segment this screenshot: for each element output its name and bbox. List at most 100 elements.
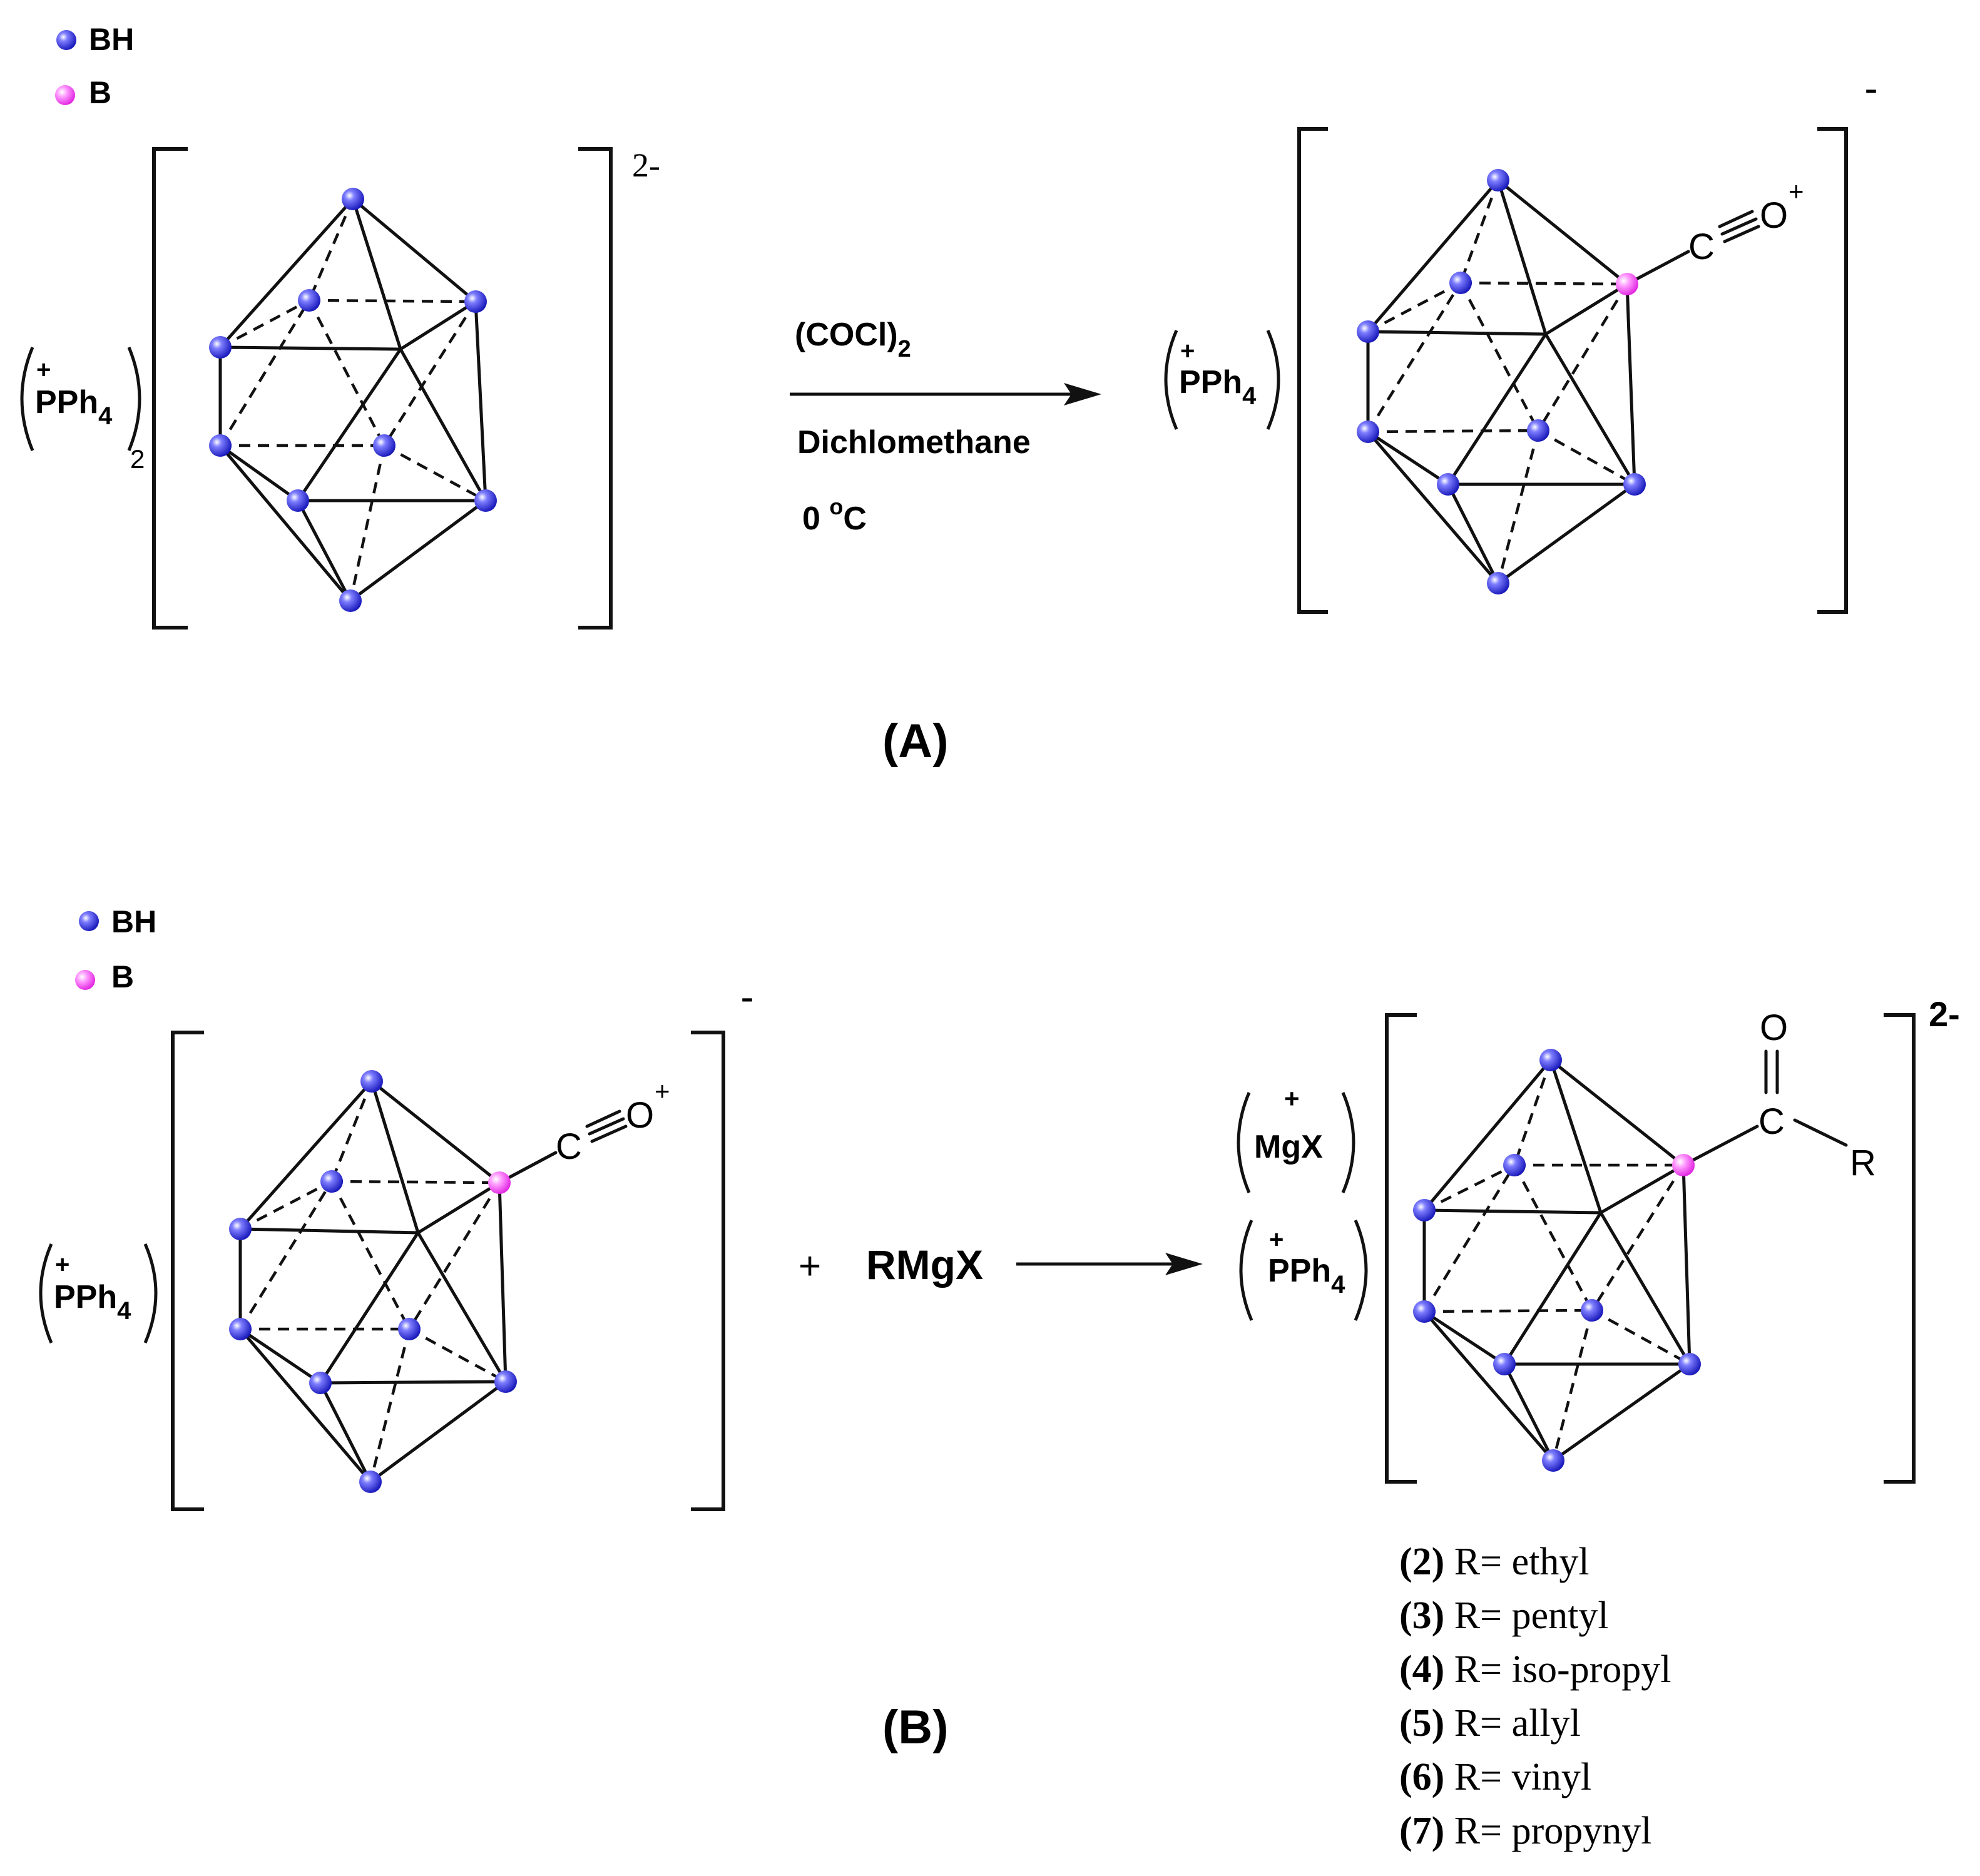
cluster-b-reactant: C O + [229, 1070, 670, 1493]
reactant-b-bracket-left [171, 1031, 204, 1511]
panel-b-label: (B) [882, 1701, 949, 1754]
bh-atom [1357, 421, 1379, 443]
product-b-cations: + MgX + PPh4 [1237, 1084, 1368, 1321]
product-a-charge: - [1865, 67, 1877, 108]
bh-atom [309, 1372, 332, 1394]
cluster-a-reactant [209, 188, 497, 612]
reactant-a-cation: + PPh4 2 [20, 347, 145, 474]
substituent-item: (4) R= iso-propyl [1399, 1648, 1671, 1691]
bh-atom [342, 188, 364, 210]
bh-atom [1487, 169, 1509, 191]
bh-atom [1449, 272, 1472, 294]
svg-text:O: O [626, 1095, 654, 1136]
bh-legend-label: BH [111, 904, 156, 939]
substituent-item: (2) R= ethyl [1399, 1541, 1590, 1583]
substituent-item: (7) R= propynyl [1399, 1810, 1652, 1852]
b-legend-marker [55, 85, 75, 105]
svg-text:C: C [1758, 1101, 1785, 1142]
product-b-bracket-left [1385, 1013, 1417, 1484]
product-b-bracket-right [1884, 1013, 1916, 1484]
reactant-b-bracket-right [691, 1031, 725, 1511]
product-a-bracket-right [1817, 127, 1848, 614]
bh-atom [373, 434, 395, 457]
substituent-item: (5) R= allyl [1399, 1702, 1581, 1745]
bh-atom [229, 1218, 252, 1240]
svg-text:MgX: MgX [1254, 1129, 1323, 1165]
legend-b: BH B [75, 904, 156, 994]
bh-atom [1678, 1353, 1701, 1375]
bh-atom [360, 1070, 383, 1093]
svg-text:O: O [1760, 1007, 1788, 1048]
bh-atom [339, 589, 362, 612]
bh-atom [494, 1370, 517, 1393]
rmgx-reagent: RMgX [866, 1241, 983, 1288]
bh-atom [1413, 1300, 1436, 1323]
bh-atom [359, 1471, 382, 1493]
plus-sign: + [799, 1245, 821, 1288]
svg-text:PPh4: PPh4 [35, 384, 113, 430]
bh-atom [1503, 1154, 1526, 1176]
bh-atom [398, 1318, 421, 1340]
bh-atom [1542, 1449, 1564, 1472]
reactant-a-bracket-left [152, 147, 188, 630]
svg-text:R: R [1850, 1143, 1876, 1183]
svg-text:+: + [1180, 337, 1195, 365]
bh-atom [298, 289, 320, 312]
substituent-list: (2) R= ethyl (3) R= pentyl (4) R= iso-pr… [1399, 1541, 1671, 1852]
bh-atom [1539, 1049, 1562, 1071]
bh-legend-label: BH [89, 22, 134, 57]
b-atom [1672, 1154, 1695, 1176]
svg-text:+: + [55, 1251, 69, 1278]
bh-atom [1357, 320, 1379, 343]
product-a-cation: + PPh4 [1164, 330, 1280, 430]
b-legend-label: B [111, 959, 134, 994]
temperature-label: 0 oC [802, 494, 867, 537]
svg-text:(COCl)2: (COCl)2 [795, 317, 911, 362]
reactant-b-cation: + PPh4 [39, 1243, 158, 1343]
arrowhead-a [1064, 383, 1101, 405]
b-atom [1616, 273, 1638, 295]
product-a-bracket-left [1297, 127, 1328, 614]
cluster-a-product: C O + [1357, 169, 1804, 594]
reactant-a-charge: 2- [632, 146, 660, 184]
bh-atom [320, 1170, 343, 1193]
b-legend-label: B [89, 75, 111, 110]
bh-atom [1487, 572, 1509, 594]
svg-text:C: C [1688, 227, 1715, 267]
svg-text:PPh4: PPh4 [1179, 364, 1257, 410]
svg-text:PPh4: PPh4 [54, 1279, 131, 1325]
bh-atom [474, 489, 497, 512]
bh-atom [229, 1318, 252, 1340]
b-atom [488, 1171, 511, 1194]
reactant-b-charge: - [741, 976, 753, 1017]
substituent-item: (3) R= pentyl [1399, 1594, 1609, 1637]
arrowhead-b [1165, 1253, 1203, 1275]
svg-text:PPh4: PPh4 [1268, 1253, 1345, 1298]
bh-atom [1493, 1353, 1516, 1375]
bh-atom [1527, 419, 1549, 442]
legend-a: BH B [55, 22, 134, 110]
reaction-conditions-a: (COCl)2 Dichlomethane 0 oC [790, 317, 1101, 537]
reactant-a-bracket-right [578, 147, 613, 630]
substituent-item: (6) R= vinyl [1399, 1756, 1591, 1798]
bh-atom [287, 489, 309, 512]
bh-atom [1623, 473, 1646, 496]
svg-text:+: + [1789, 176, 1804, 206]
bh-legend-marker [56, 30, 76, 50]
svg-text:+: + [655, 1076, 670, 1106]
bh-legend-marker [79, 911, 99, 931]
product-b-charge: 2- [1929, 994, 1960, 1034]
bh-atom [209, 434, 232, 457]
panel-a-label: (A) [882, 715, 949, 768]
bh-atom [1413, 1199, 1436, 1221]
solvent-label: Dichlomethane [797, 424, 1031, 461]
bh-atom [209, 336, 232, 359]
svg-text:C: C [556, 1126, 582, 1167]
bh-atom [464, 290, 487, 313]
svg-text:O: O [1760, 195, 1788, 236]
bh-atom [1437, 473, 1459, 496]
cluster-b-product: C O R [1413, 1007, 1876, 1472]
svg-text:2: 2 [130, 444, 145, 474]
b-legend-marker [75, 970, 95, 990]
